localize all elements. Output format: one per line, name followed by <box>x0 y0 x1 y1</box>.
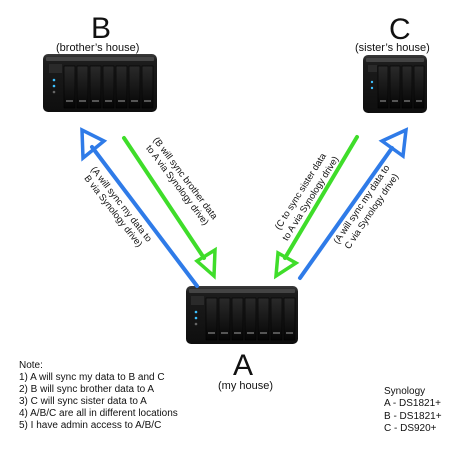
arrow-c-to-a-head <box>273 250 300 280</box>
notes-item: 3) C will sync sister data to A <box>19 395 147 407</box>
arrow-a-to-b-label-line1: (A will sync my data to <box>89 164 155 244</box>
notes-item: 5) I have admin access to A/B/C <box>19 419 162 431</box>
nas-c-device <box>363 55 427 113</box>
synology-model-a: A - DS1821+ <box>384 398 441 410</box>
synology-model-c: C - DS920+ <box>384 423 437 435</box>
site-c-letter: C <box>389 13 411 46</box>
arrow-b-to-a <box>122 136 217 280</box>
site-b-letter: B <box>91 12 112 45</box>
arrow-a-to-b-shaft <box>90 145 199 288</box>
notes-item: 1) A will sync my data to B and C <box>19 371 165 383</box>
notes-block: Note: 1) A will sync my data to B and C … <box>19 360 178 431</box>
arrow-a-to-c-head <box>378 127 409 160</box>
notes-item: 4) A/B/C are all in different locations <box>19 407 178 419</box>
synology-heading: Synology <box>384 386 426 397</box>
notes-item: 2) B will sync brother data to A <box>19 383 155 395</box>
arrow-c-to-a-shaft <box>283 135 359 260</box>
site-a-caption: (my house) <box>218 380 274 392</box>
arrow-a-to-b <box>80 127 199 288</box>
arrow-a-to-b-head <box>80 127 108 162</box>
synology-models: Synology A - DS1821+ B - DS1821+ C - DS9… <box>384 386 442 436</box>
synology-model-b: B - DS1821+ <box>384 410 442 422</box>
arrow-c-to-a <box>273 135 359 280</box>
nas-a-device <box>186 286 298 344</box>
notes-heading: Note: <box>19 360 43 371</box>
arrow-b-to-a-label-line1: (B will sync brother data <box>151 135 220 222</box>
arrow-b-to-a-head <box>194 246 217 280</box>
arrow-b-to-a-shaft <box>122 136 206 260</box>
nas-b-device <box>43 54 157 112</box>
arrow-a-to-c <box>298 127 409 280</box>
site-a-letter: A <box>233 349 254 382</box>
arrow-a-to-c-shaft <box>298 146 394 280</box>
site-b-caption: (brother’s house) <box>56 42 140 54</box>
site-c-caption: (sister’s house) <box>355 42 430 54</box>
